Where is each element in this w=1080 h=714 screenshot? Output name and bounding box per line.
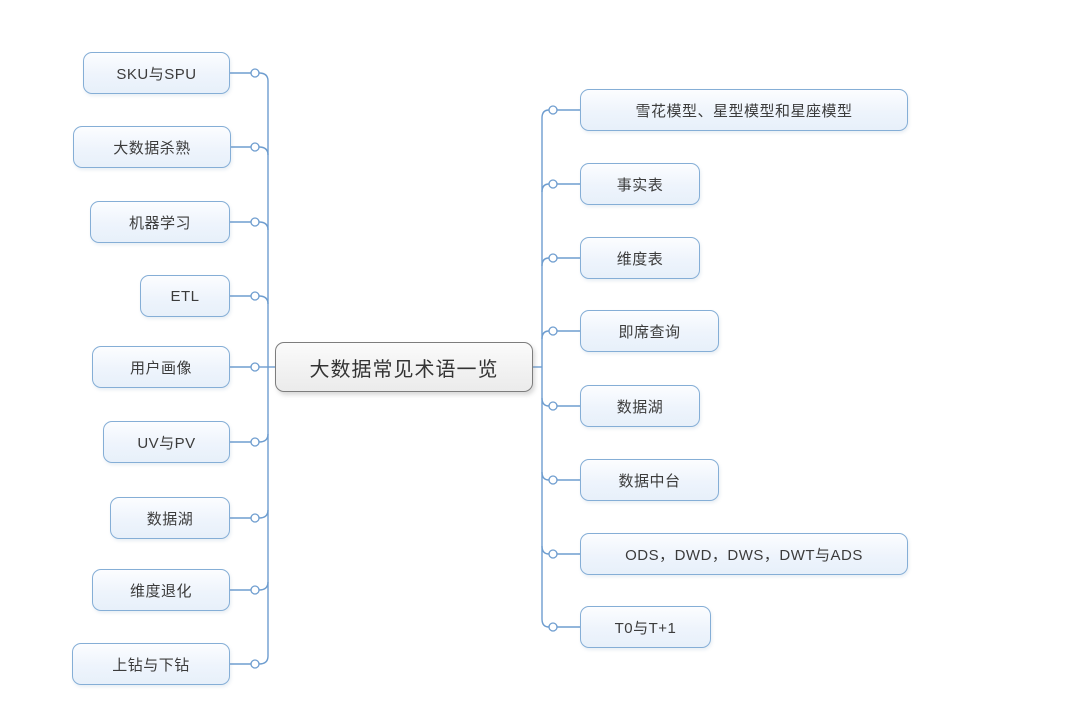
joint-circles	[250, 68, 558, 669]
node-machine-learning[interactable]: 机器学习	[90, 201, 230, 243]
node-dimension-degradation[interactable]: 维度退化	[92, 569, 230, 611]
node-user-profile[interactable]: 用户画像	[92, 346, 230, 388]
node-data-lake-left[interactable]: 数据湖	[110, 497, 230, 539]
node-drill-up-drill-down[interactable]: 上钻与下钻	[72, 643, 230, 685]
node-ad-hoc-query[interactable]: 即席查询	[580, 310, 719, 352]
node-data-lake-right[interactable]: 数据湖	[580, 385, 700, 427]
node-t0-t-plus-1[interactable]: T0与T+1	[580, 606, 711, 648]
node-ods-dwd-dws-dwt-ads[interactable]: ODS，DWD，DWS，DWT与ADS	[580, 533, 908, 575]
right-trunk-line	[541, 109, 550, 628]
left-trunk-line	[258, 72, 269, 665]
node-etl[interactable]: ETL	[140, 275, 230, 317]
central-topic-node[interactable]: 大数据常见术语一览	[275, 342, 533, 392]
node-dimension-table[interactable]: 维度表	[580, 237, 700, 279]
node-uv-pv[interactable]: UV与PV	[103, 421, 230, 463]
node-data-middle-platform[interactable]: 数据中台	[580, 459, 719, 501]
node-big-data-price-discrimination[interactable]: 大数据杀熟	[73, 126, 231, 168]
node-snowflake-star-constellation-models[interactable]: 雪花模型、星型模型和星座模型	[580, 89, 908, 131]
node-fact-table[interactable]: 事实表	[580, 163, 700, 205]
node-sku-spu[interactable]: SKU与SPU	[83, 52, 230, 94]
